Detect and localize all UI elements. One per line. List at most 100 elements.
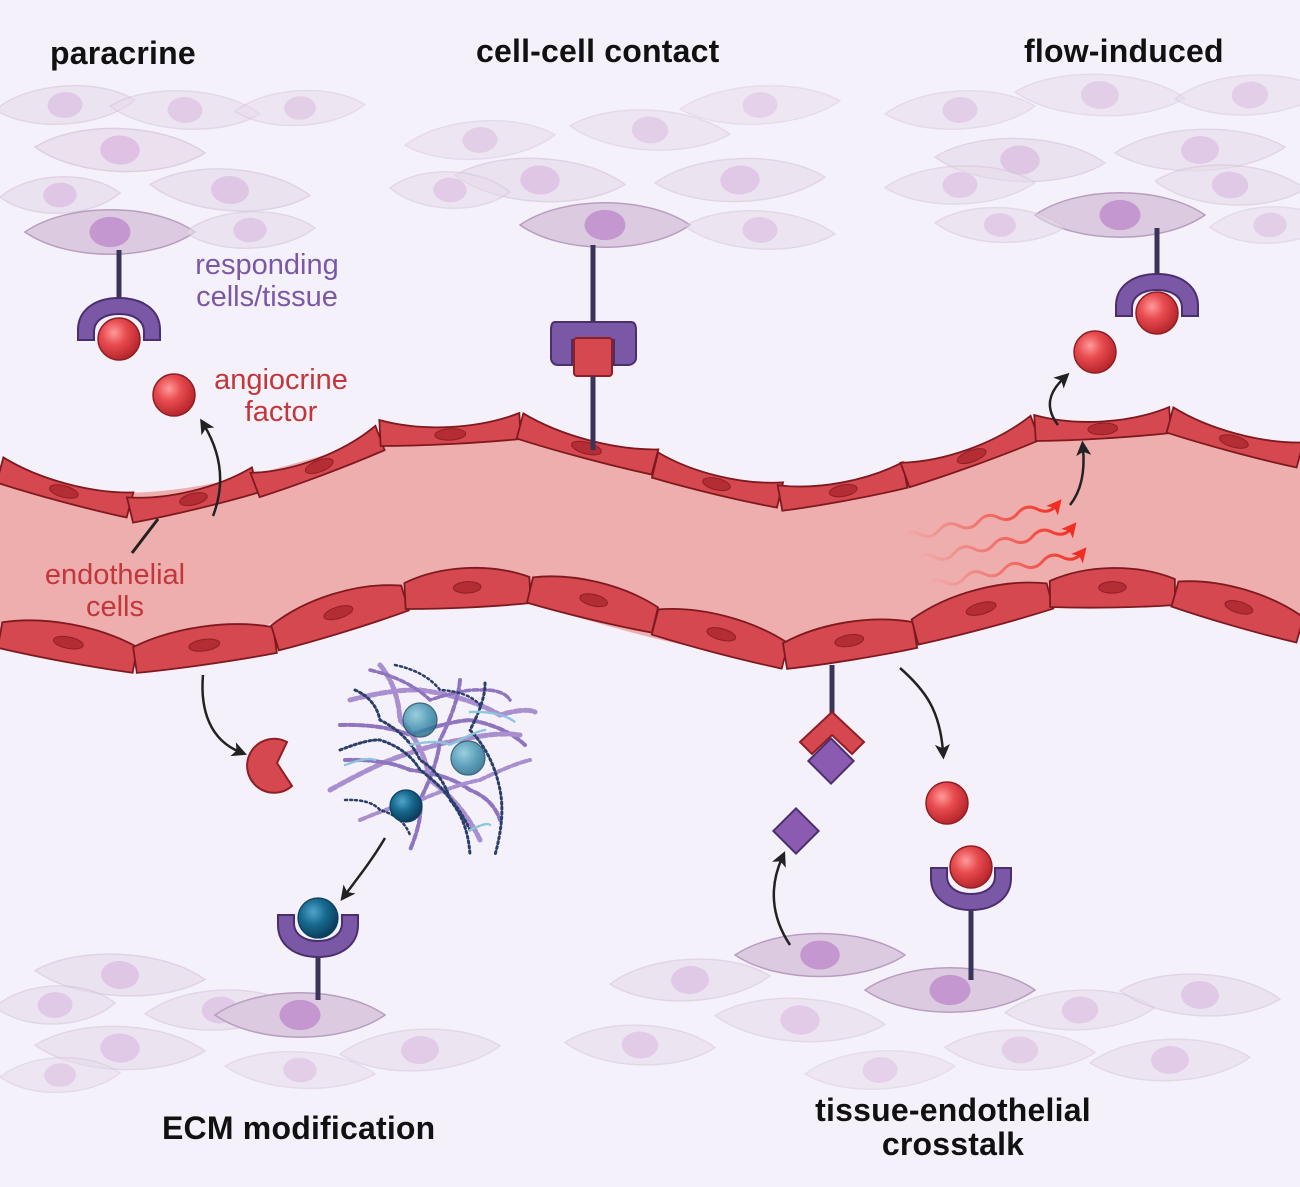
endothelial-receptor <box>798 710 866 756</box>
paracrine-title: paracrine <box>50 35 196 71</box>
nucleus <box>167 97 203 123</box>
shear-stress-waves <box>899 499 1087 588</box>
responding-cell <box>1033 191 1207 239</box>
responding-cell <box>518 201 692 249</box>
nucleus <box>1000 145 1040 175</box>
responding-cell <box>608 958 772 1002</box>
nucleus <box>100 135 140 165</box>
endothelial-cell <box>650 450 785 509</box>
nucleus <box>1211 171 1249 199</box>
responding-cell <box>148 168 312 212</box>
angiocrine-factor <box>152 373 196 417</box>
bound-tissue-signal <box>806 736 856 786</box>
endothelial-nucleus <box>1098 581 1127 594</box>
nucleus <box>942 97 978 123</box>
responding-cell <box>1013 73 1187 117</box>
ecm-fiber <box>343 757 502 822</box>
nucleus <box>284 96 316 120</box>
ecm-modification-panel <box>201 662 538 1000</box>
responding-cell <box>33 953 207 997</box>
nucleus <box>1181 980 1219 1010</box>
receptor-cup <box>930 867 1012 912</box>
responding-cell <box>678 85 842 125</box>
responding-cell <box>883 90 1037 130</box>
nucleus <box>44 1063 76 1087</box>
responding-cell <box>568 109 732 151</box>
endothelial-cell <box>0 619 139 674</box>
endothelial-nucleus <box>188 638 221 652</box>
responding-cell <box>388 171 512 209</box>
responding-cell <box>883 165 1037 205</box>
nucleus <box>584 209 626 241</box>
endothelial-layer-bottom <box>0 566 1300 674</box>
nucleus <box>211 175 249 205</box>
responding-cell <box>223 1050 377 1090</box>
nucleus <box>433 177 467 203</box>
responding-cell <box>1003 989 1157 1031</box>
ecm-bound-factor <box>402 702 438 738</box>
secretion-arrow <box>1069 440 1092 506</box>
endothelial-nucleus <box>706 627 737 642</box>
bound-angiocrine-factor <box>97 317 141 361</box>
endothelial-label-line2: cells <box>85 591 144 623</box>
nucleus <box>233 217 267 243</box>
endothelial-cell <box>0 456 135 519</box>
responding-cell <box>943 1029 1097 1071</box>
endothelial-cell <box>270 584 410 652</box>
nucleus <box>1081 80 1119 110</box>
responding-label-line2: cells/tissue <box>196 281 338 313</box>
nucleus <box>1099 199 1141 231</box>
endothelial-cell <box>781 618 919 670</box>
nucleus <box>1231 81 1269 109</box>
endothelial-cell <box>1170 580 1300 644</box>
endothelial-nucleus <box>323 605 354 621</box>
nucleus <box>742 217 778 243</box>
ecm-fiber <box>347 687 538 718</box>
nucleus <box>1151 1045 1189 1075</box>
responding-tissue-top <box>0 73 1300 256</box>
flow-induced-title: flow-induced <box>1024 33 1224 69</box>
ecm-fiber <box>368 668 512 702</box>
angiocrine-label-line1: angiocrine <box>214 364 348 396</box>
nucleus <box>929 974 971 1006</box>
endothelial-nucleus <box>834 634 865 648</box>
release-arrow <box>1048 372 1070 426</box>
responding-cell <box>683 210 837 250</box>
ecm-modification-title: ECM modification <box>162 1110 436 1146</box>
bound-angiocrine-factor <box>949 845 993 889</box>
nucleus <box>800 940 840 970</box>
responding-cell <box>653 157 827 203</box>
endothelial-nucleus <box>53 635 84 650</box>
endothelial-nucleus <box>49 484 79 499</box>
nucleus <box>37 992 73 1018</box>
nucleus <box>671 965 709 995</box>
responding-cell <box>0 176 122 214</box>
responding-cell <box>933 206 1067 244</box>
nucleus <box>862 1057 898 1083</box>
ecm-fiber <box>468 710 517 724</box>
nucleus <box>742 92 778 118</box>
responding-cell <box>183 211 317 249</box>
angiocrine-factor <box>925 781 969 825</box>
ecm-fiber <box>377 662 483 843</box>
endothelial-layer-top <box>0 405 1300 524</box>
receptor-cup <box>277 914 359 959</box>
nucleus <box>780 1005 820 1035</box>
responding-tissue-bottom <box>0 932 1282 1094</box>
released-ecm-factor <box>389 789 423 823</box>
endothelial-cell <box>1165 406 1300 469</box>
endothelial-nucleus <box>1087 422 1119 436</box>
endothelial-nucleus <box>452 581 482 594</box>
ecm-fiber <box>468 822 492 832</box>
secretion-arrow <box>200 418 222 517</box>
ecm-fiber <box>343 798 412 837</box>
nucleus <box>101 960 139 990</box>
responding-cell <box>863 966 1037 1014</box>
endothelial-nucleus <box>965 601 997 616</box>
responding-cell <box>403 119 557 161</box>
responding-cell <box>233 89 367 127</box>
nucleus <box>43 182 77 208</box>
nucleus <box>89 216 131 248</box>
nucleus <box>720 165 760 195</box>
